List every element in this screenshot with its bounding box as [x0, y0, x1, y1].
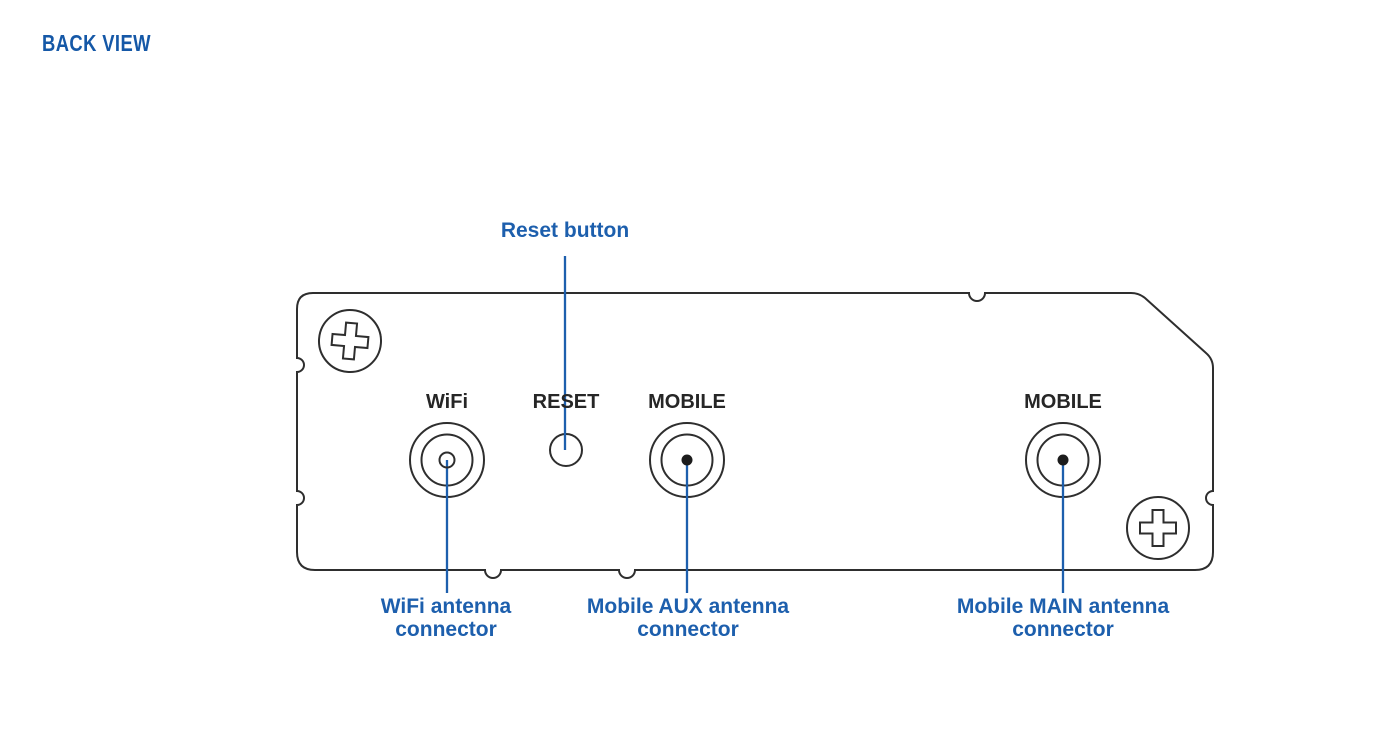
port-label-mobile-main: MOBILE [1024, 391, 1102, 413]
annotation-line: Mobile AUX antenna [586, 595, 790, 618]
mobile-main-antenna-annotation: Mobile MAIN antenna connector [957, 595, 1169, 641]
wifi-antenna-annotation: WiFi antenna connector [381, 595, 511, 641]
annotation-line: Mobile MAIN antenna [956, 595, 1170, 618]
phillips-screw-top-left-icon [318, 309, 382, 373]
annotation-line: connector [395, 618, 497, 641]
page-title: BACK VIEW [42, 30, 151, 56]
port-label-wifi: WiFi [425, 391, 469, 413]
mobile-main-antenna-connector [1025, 422, 1101, 593]
mobile-aux-antenna-annotation: Mobile AUX antenna connector [587, 595, 789, 641]
annotation-line: connector [1012, 618, 1114, 641]
reset-button-annotation: Reset button [500, 219, 630, 242]
port-label-mobile-aux: MOBILE [648, 391, 726, 413]
port-label-reset: RESET [532, 391, 600, 413]
annotation-line: WiFi antenna [380, 595, 512, 618]
annotation-line: connector [637, 618, 739, 641]
mobile-aux-antenna-connector [649, 422, 725, 593]
wifi-antenna-connector [409, 422, 485, 593]
phillips-screw-bottom-right-icon [1126, 496, 1190, 560]
device-outline [296, 292, 1214, 579]
